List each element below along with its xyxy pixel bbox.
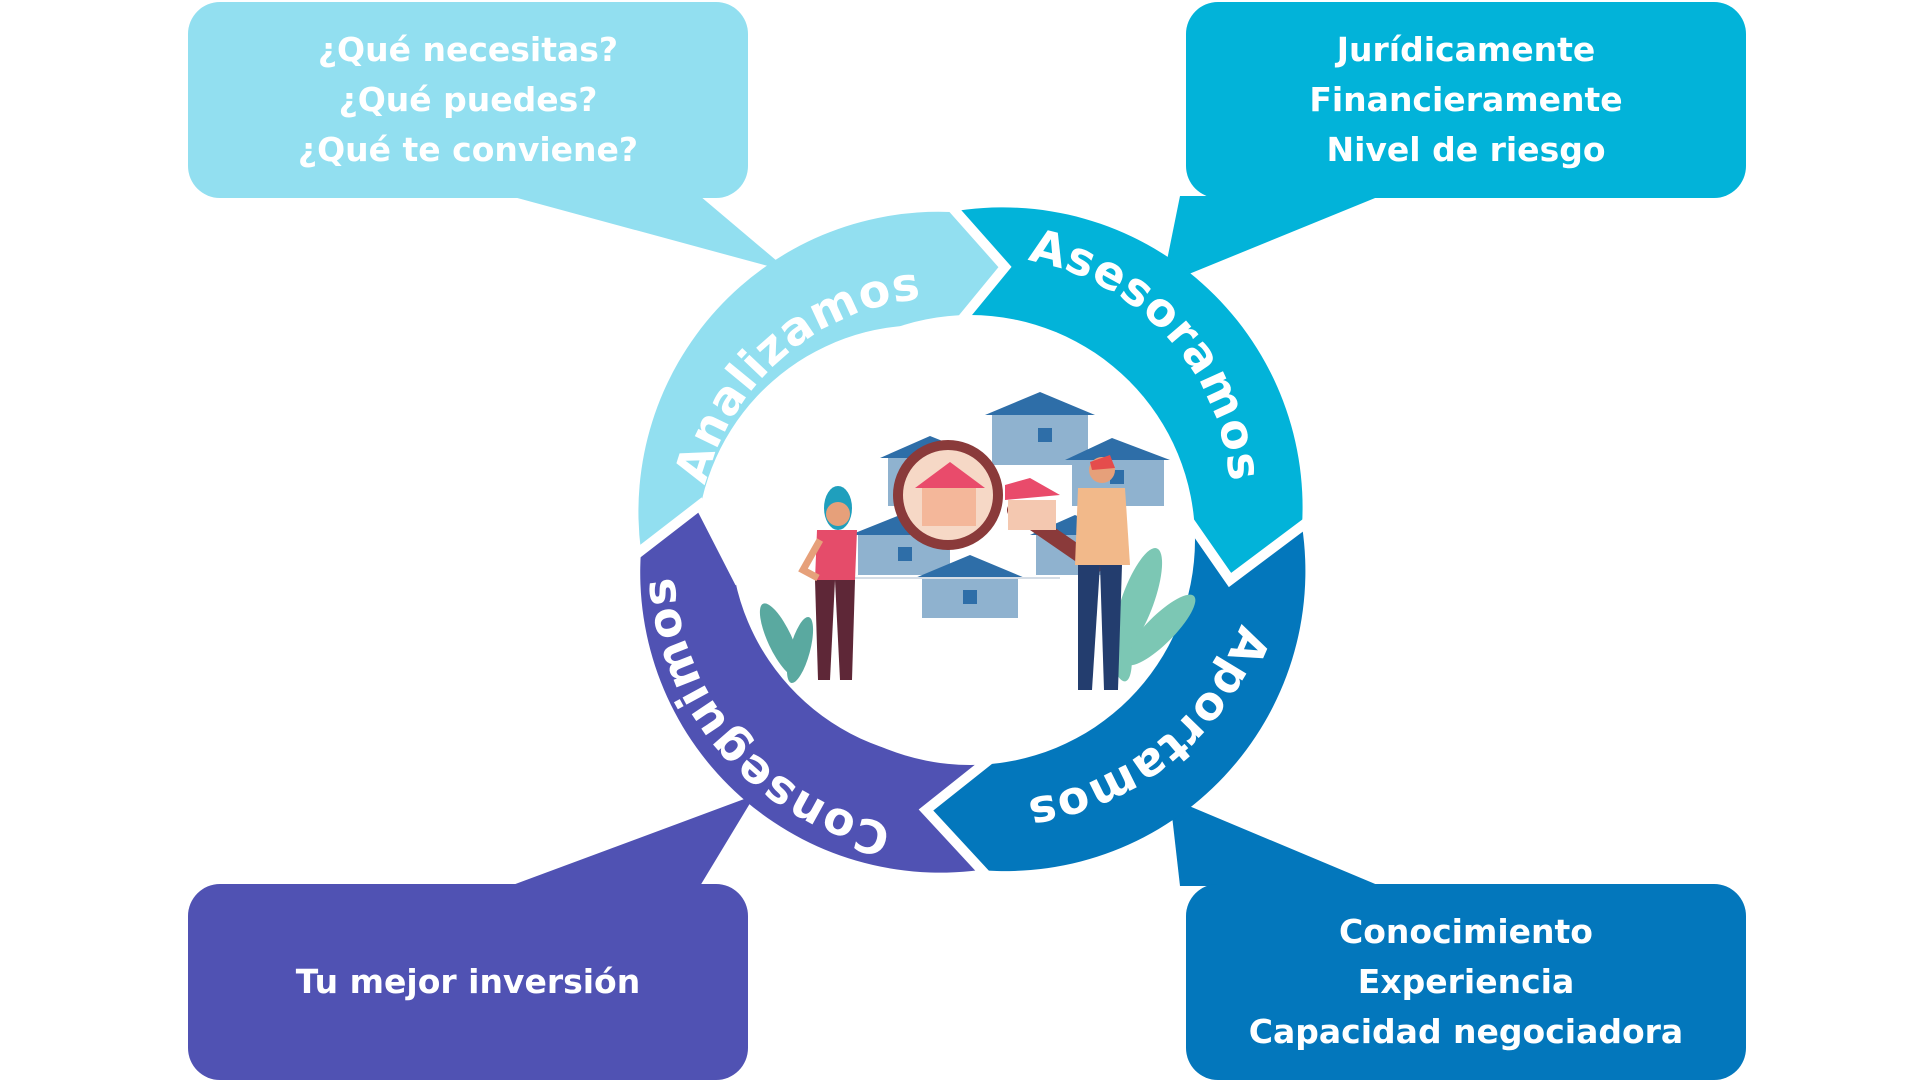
center-illustration bbox=[759, 392, 1196, 690]
callout-line: ¿Qué puedes? bbox=[338, 80, 598, 119]
callout-tail-bottom-right bbox=[1170, 798, 1380, 886]
callout-line: Jurídicamente bbox=[1336, 30, 1596, 69]
callout-box-analizamos: ¿Qué necesitas? ¿Qué puedes? ¿Qué te con… bbox=[188, 2, 748, 198]
person-man-icon bbox=[1075, 455, 1130, 690]
callout-line: Nivel de riesgo bbox=[1326, 130, 1606, 169]
callout-line: Financieramente bbox=[1309, 80, 1623, 119]
ring-segment-aportamos bbox=[930, 510, 1306, 872]
callout-box-conseguimos: Tu mejor inversión bbox=[188, 884, 748, 1080]
house-icon bbox=[985, 392, 1095, 465]
callout-line: ¿Qué necesitas? bbox=[317, 30, 619, 69]
ring-segment-conseguimos bbox=[640, 510, 1000, 873]
callout-line: Tu mejor inversión bbox=[295, 962, 641, 1001]
callout-tail-bottom-left bbox=[510, 795, 755, 886]
callout-line: Conocimiento bbox=[1339, 912, 1593, 951]
callout-tail-top-left bbox=[510, 196, 790, 272]
callout-tail-top-right bbox=[1162, 196, 1380, 285]
house-icon bbox=[915, 555, 1025, 618]
callout-box-aportamos: Conocimiento Experiencia Capacidad negoc… bbox=[1186, 884, 1746, 1080]
callout-box-asesoramos: Jurídicamente Financieramente Nivel de r… bbox=[1186, 2, 1746, 198]
ring-segment-analizamos bbox=[638, 211, 1001, 551]
callout-line: Experiencia bbox=[1357, 962, 1575, 1001]
person-woman-icon bbox=[798, 486, 857, 680]
callout-line: ¿Qué te conviene? bbox=[297, 130, 639, 169]
plant-left-icon bbox=[759, 603, 814, 683]
callout-line: Capacidad negociadora bbox=[1248, 1012, 1684, 1051]
